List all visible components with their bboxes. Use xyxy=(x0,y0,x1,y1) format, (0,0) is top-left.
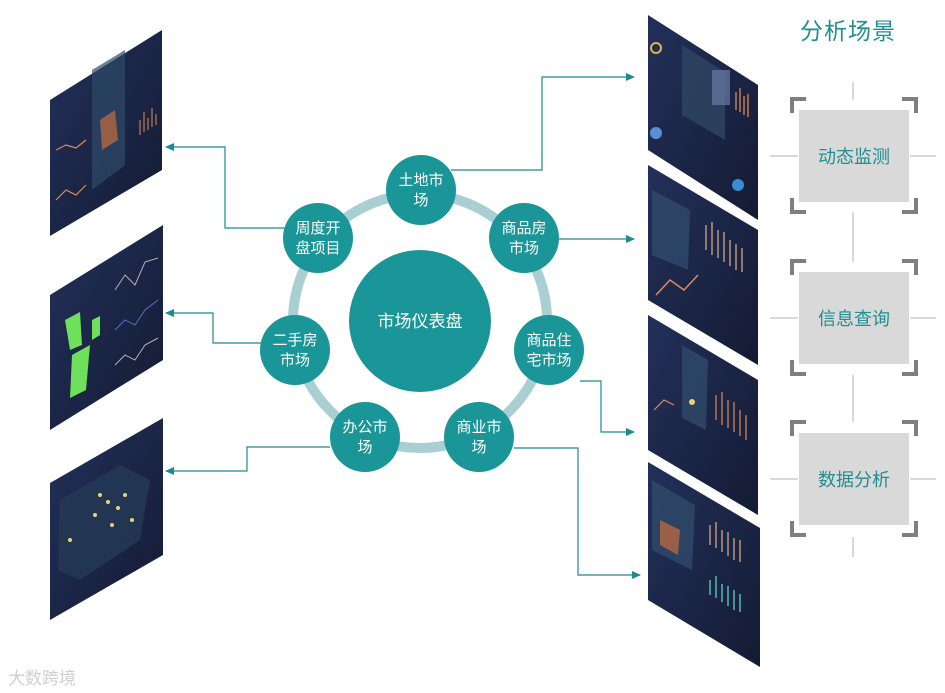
node-label-office-line2: 场 xyxy=(357,438,372,456)
market-node-business: 商业市 场 xyxy=(444,402,514,472)
center-label: 市场仪表盘 xyxy=(378,312,463,332)
arrow-land xyxy=(451,73,635,171)
scenarios-title: 分析场景 xyxy=(800,19,896,45)
node-label-residential-line2: 宅市场 xyxy=(526,351,571,369)
dashboard-thumbnail-office xyxy=(50,418,163,620)
market-node-residential: 商品住 宅市场 xyxy=(514,315,584,385)
scenario-label-data-analysis: 数据分析 xyxy=(818,470,890,491)
node-label-land-line1: 土地市 xyxy=(398,171,443,189)
market-node-weekly-opening: 周度开 盘项目 xyxy=(283,203,353,273)
scenario-grid-lines xyxy=(770,82,936,557)
dashboard-thumbnail-business xyxy=(648,462,760,667)
scenario-box-data-analysis: 数据分析 xyxy=(799,433,909,525)
scenario-label-dynamic-monitoring: 动态监测 xyxy=(818,147,890,168)
left-dashboard-thumbnails xyxy=(50,30,163,620)
center-node: 市场仪表盘 xyxy=(349,250,491,392)
node-label-second-hand-line2: 市场 xyxy=(280,351,310,369)
right-dashboard-thumbnails xyxy=(648,15,760,667)
watermark: 大数跨境 xyxy=(8,669,76,689)
node-label-office-line1: 办公市 xyxy=(342,418,387,436)
arrow-business xyxy=(514,447,641,579)
dashboard-thumbnail-residential xyxy=(648,315,758,515)
arrow-second-hand xyxy=(165,309,262,344)
node-label-commercial-housing-line2: 市场 xyxy=(509,239,539,257)
node-label-second-hand-line1: 二手房 xyxy=(272,331,317,349)
scenario-brackets xyxy=(790,97,918,537)
market-node-office: 办公市 场 xyxy=(330,402,400,472)
dashboard-thumbnail-second-hand xyxy=(50,225,163,430)
node-label-business-line1: 商业市 xyxy=(456,418,501,436)
scenario-label-information-query: 信息查询 xyxy=(818,309,890,330)
market-node-commercial-housing: 商品房 市场 xyxy=(489,203,559,273)
dashboard-thumbnail-weekly-opening xyxy=(50,30,162,236)
scenario-box-information-query: 信息查询 xyxy=(799,272,909,364)
node-label-weekly-opening-line2: 盘项目 xyxy=(295,239,340,257)
arrow-residential xyxy=(580,380,635,436)
node-label-residential-line1: 商品住 xyxy=(526,331,571,349)
arrow-office xyxy=(165,446,330,475)
node-label-weekly-opening-line1: 周度开 xyxy=(295,219,340,237)
connector-arrows xyxy=(165,73,641,579)
node-label-commercial-housing-line1: 商品房 xyxy=(501,219,546,237)
dashboard-thumbnail-land xyxy=(648,15,758,220)
node-label-business-line2: 场 xyxy=(471,438,486,456)
node-label-land-line2: 场 xyxy=(413,191,428,209)
dashboard-thumbnail-commercial-housing xyxy=(648,165,758,365)
market-node-second-hand: 二手房 市场 xyxy=(260,315,330,385)
arrow-weekly-opening xyxy=(165,143,285,229)
scenario-box-dynamic-monitoring: 动态监测 xyxy=(799,110,909,202)
market-node-land: 土地市 场 xyxy=(386,155,456,225)
